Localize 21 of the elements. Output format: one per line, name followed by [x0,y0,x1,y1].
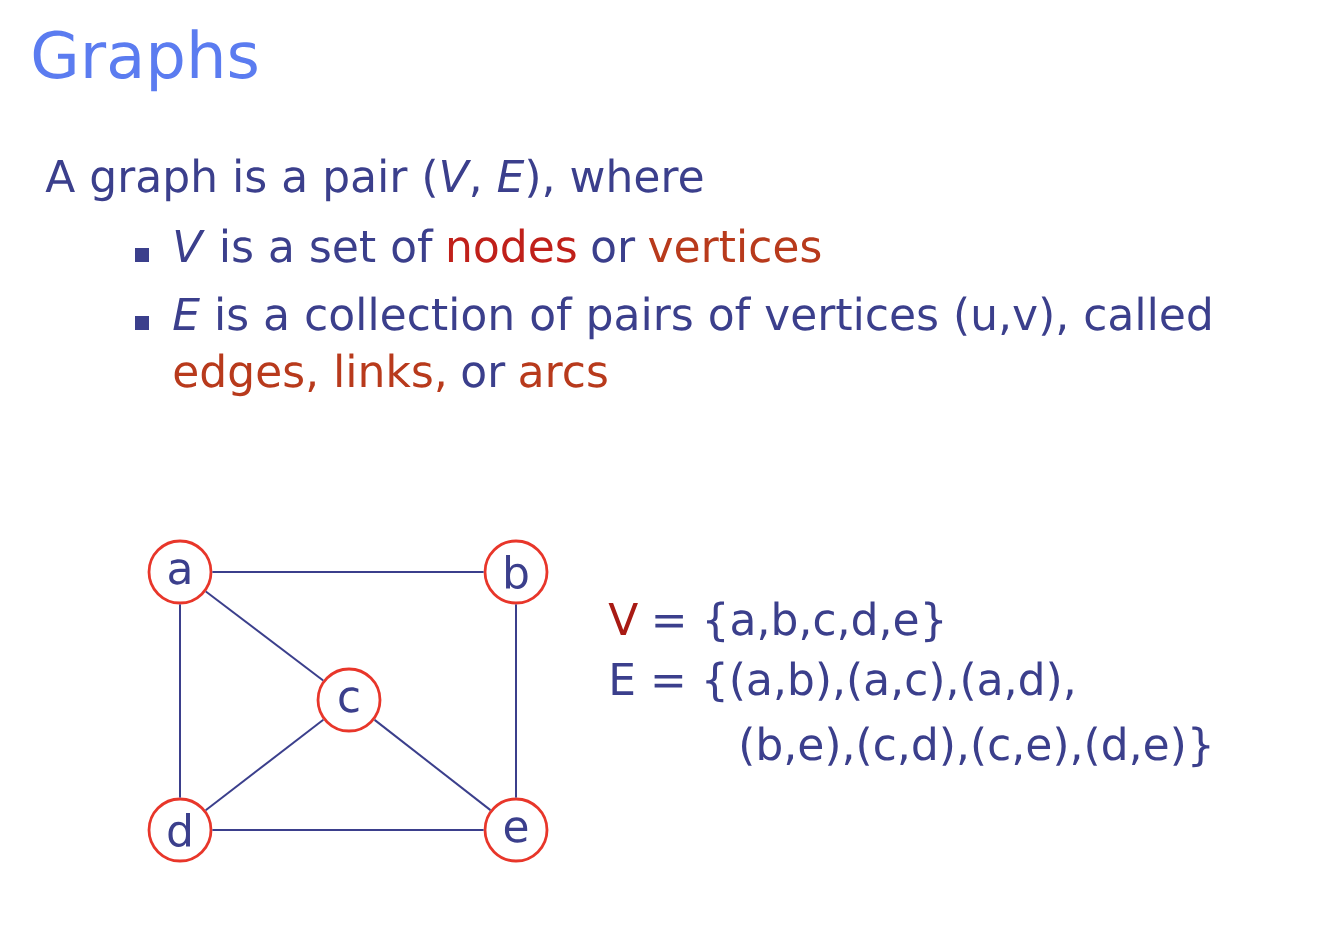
highlighted-term: edges, links, [174,353,444,397]
set-text: E = {(a,b),(a,c),(a,d), [612,661,1073,703]
title: Graphs [33,29,257,92]
set-text: = {a,b,c,d,e} [655,601,943,643]
highlighted-term: vertices [648,228,821,263]
set-text: (b,e),(c,d),(c,e),(d,e)} [742,726,1210,768]
edge-line [204,590,325,682]
edge-line [373,718,492,812]
edge-line [515,603,517,799]
edge-line [204,718,325,812]
body-text: V is a set of [175,228,434,263]
highlighted-term: nodes [449,228,576,263]
body-text: or [462,362,506,388]
body-text: E is a collection of pairs of vertices (u,v), called [173,296,1210,340]
edge-line [211,829,485,831]
edge-line [179,603,181,799]
edge-line [211,571,485,573]
highlighted-term: arcs [520,362,607,388]
body-text: A graph is a pair (V, E), where [45,158,703,202]
body-text: or [592,237,636,263]
set-text: V [608,602,638,635]
